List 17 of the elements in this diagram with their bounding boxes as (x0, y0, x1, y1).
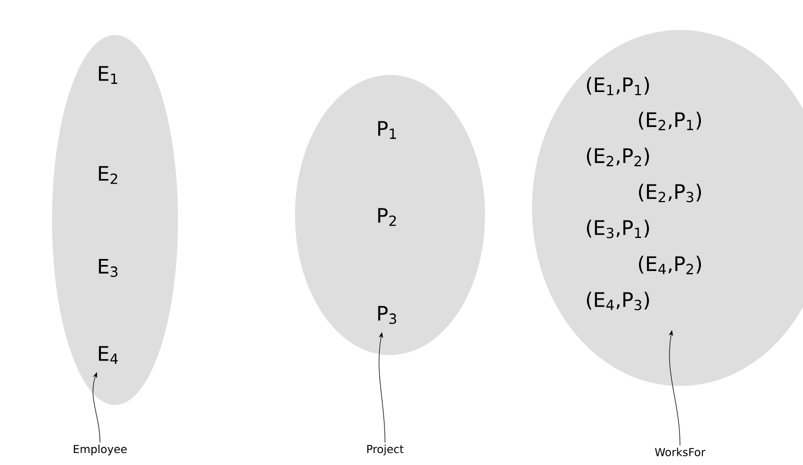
element-label: E$_{1}$ (98, 66, 118, 84)
element-label: (E$_{4}$,P$_{2}$) (638, 256, 701, 274)
element-label: E$_{3}$ (98, 259, 118, 277)
element-label: P$_{3}$ (378, 306, 396, 324)
element-label: (E$_{3}$,P$_{1}$) (586, 220, 649, 238)
element-label: P$_{1}$ (378, 121, 396, 139)
set-name: WorksFor (654, 448, 706, 456)
set-name: Project (367, 444, 404, 456)
element-label: P$_{2}$ (378, 208, 396, 226)
element-label: (E$_{4}$,P$_{3}$) (586, 292, 649, 310)
element-label: (E$_{1}$,P$_{1}$) (586, 76, 649, 96)
element-label: E$_{4}$ (98, 346, 118, 364)
element-label: (E$_{2}$,P$_{2}$) (586, 148, 649, 166)
set-name: Employee (74, 444, 127, 456)
element-label: (E$_{2}$,P$_{3}$) (638, 184, 701, 202)
element-label: E$_{2}$ (98, 166, 118, 184)
element-label: (E$_{2}$,P$_{1}$) (638, 112, 701, 130)
